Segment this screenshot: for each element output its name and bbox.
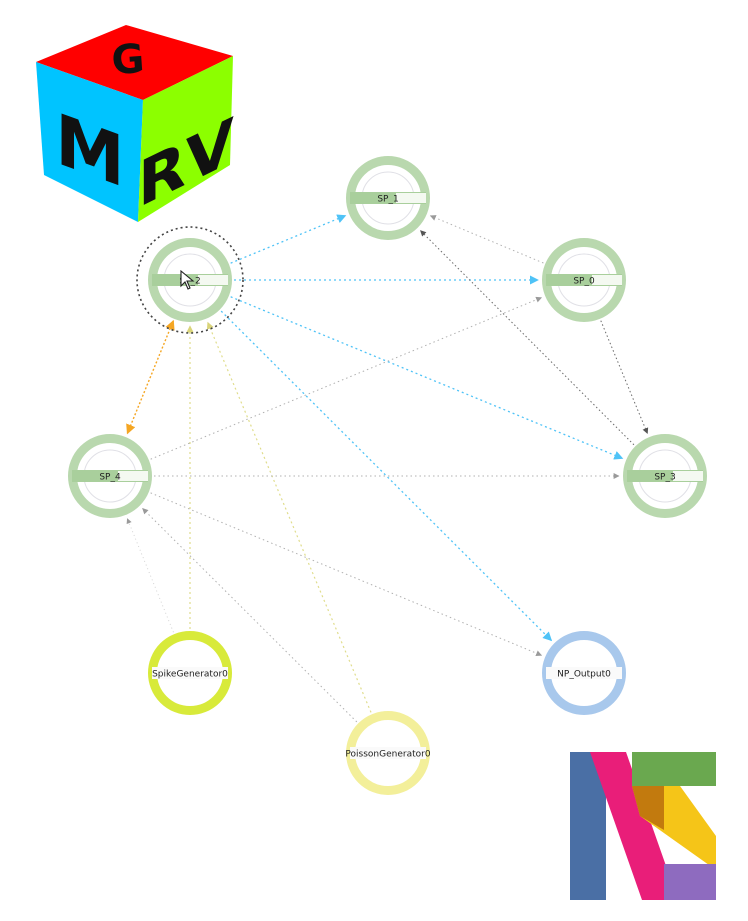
node-label-bg xyxy=(350,747,426,759)
node-SP_1[interactable]: SP_1 xyxy=(346,156,430,240)
logo-letter-g: G xyxy=(110,36,146,84)
node-bar-tail xyxy=(118,471,148,481)
edge-SP_3-to-SP_1[interactable] xyxy=(420,230,635,446)
nodes-layer: SP_2 SP_1SP_0SP_4 SP_3SpikeGenerator0Poiss… xyxy=(68,156,707,795)
node-label: SpikeGenerator0 xyxy=(152,670,228,680)
logo-ne-dark-overlap xyxy=(632,786,664,830)
mgrv-logo: G M RV xyxy=(36,25,234,223)
edge-SP_4-to-NP_Output0[interactable] xyxy=(150,492,543,657)
edge-SP_2-to-SP_3[interactable] xyxy=(230,296,624,460)
logo-ne-pink-diagonal xyxy=(590,752,678,900)
node-label: SP_3 xyxy=(654,473,675,483)
node-label-bg xyxy=(152,667,228,679)
edge-SP_0-to-SP_1[interactable] xyxy=(429,215,544,264)
edges-layer xyxy=(126,214,649,723)
node-label: PoissonGenerator0 xyxy=(345,750,430,760)
node-label: SP_0 xyxy=(573,277,595,287)
edge-SP_0-to-SP_3[interactable] xyxy=(600,320,649,435)
edge-SpikeGenerator0-to-SP_4[interactable] xyxy=(126,518,174,633)
edge-PoissonGenerator0-to-SP_2[interactable] xyxy=(206,321,372,713)
mouse-cursor-icon xyxy=(180,269,195,290)
node-bar-tail xyxy=(592,275,622,285)
node-PoissonGenerator0[interactable]: PoissonGenerator0 xyxy=(345,711,431,795)
node-label: SP_1 xyxy=(377,195,398,205)
node-label: SP_4 xyxy=(99,473,121,483)
logo-left-face xyxy=(36,62,143,222)
edge-SP_4-to-SP_0[interactable] xyxy=(150,296,543,460)
node-bar-tail xyxy=(673,471,703,481)
node-SpikeGenerator0[interactable]: SpikeGenerator0 xyxy=(148,631,232,715)
node-SP_2[interactable]: SP_2 xyxy=(136,226,244,334)
node-SP_0[interactable]: SP_0 xyxy=(542,238,626,322)
edge-PoissonGenerator0-to-SP_4[interactable] xyxy=(142,508,358,723)
node-SP_3[interactable]: SP_3 xyxy=(623,434,707,518)
logo-right-face xyxy=(138,56,233,222)
logo-top-face xyxy=(36,25,233,100)
edge-SP_2-to-SP_1[interactable] xyxy=(230,214,347,264)
node-bar-tail xyxy=(396,193,426,203)
edge-SP_2-to-SP_4[interactable] xyxy=(126,319,175,435)
node-label-bg xyxy=(546,667,622,679)
logo-ne-purple-bottom xyxy=(664,864,716,900)
node-bar-tail xyxy=(198,275,228,285)
selection-ring xyxy=(136,226,244,334)
node-label: NP_Output0 xyxy=(557,670,611,680)
node-NP_Output0[interactable]: NP_Output0 xyxy=(542,631,626,715)
logo-ne-green-top xyxy=(632,752,716,786)
node-SP_4[interactable]: SP_4 xyxy=(68,434,152,518)
ne-logo xyxy=(570,752,716,900)
